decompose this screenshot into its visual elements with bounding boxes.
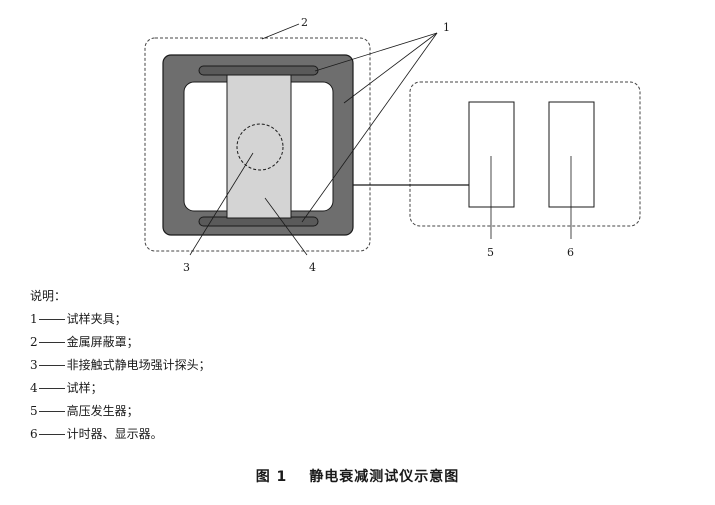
legend-item: 6 计时器、显示器。 <box>30 423 710 446</box>
legend-item: 3 非接触式静电场强计探头； <box>30 354 710 377</box>
legend-item-text: 试样； <box>66 381 103 395</box>
legend-item-number: 5 <box>30 404 38 418</box>
callout-5: 5 <box>487 246 494 259</box>
legend-item-number: 2 <box>30 335 38 349</box>
legend-item-number: 3 <box>30 358 38 372</box>
figure-caption: 图 1 静电衰减测试仪示意图 <box>0 466 715 486</box>
callout-1: 1 <box>443 21 450 34</box>
legend-item-text: 高压发生器； <box>66 404 139 418</box>
legend-item: 1 试样夹具； <box>30 308 710 331</box>
legend-item-text: 计时器、显示器。 <box>66 427 163 441</box>
probe-dashed-circle <box>236 123 284 171</box>
figure-title: 静电衰减测试仪示意图 <box>309 469 460 485</box>
legend-item-text: 金属屏蔽罩； <box>66 335 139 349</box>
legend-dash <box>38 365 65 366</box>
legend-item-number: 4 <box>30 381 38 395</box>
figure-number: 图 1 <box>255 469 288 485</box>
legend-item-text: 非接触式静电场强计探头； <box>66 358 211 372</box>
sample <box>226 74 292 219</box>
legend-item-number: 6 <box>30 427 38 441</box>
legend-dash <box>38 342 65 343</box>
sample-clamp-top <box>198 65 319 76</box>
legend-title: 说明： <box>30 289 67 303</box>
legend-dash <box>38 434 65 435</box>
callout-3: 3 <box>183 261 190 274</box>
legend-dash <box>38 411 65 412</box>
metal-shield-dashed-enclosure <box>144 37 371 252</box>
high-voltage-generator-box <box>468 101 515 208</box>
legend-item: 2 金属屏蔽罩； <box>30 331 710 354</box>
timer-display-box <box>548 101 595 208</box>
legend: 说明： 1 试样夹具； 2 金属屏蔽罩； 3 非接触式静电场强计探头； 4 试样； 5 高… <box>30 284 710 446</box>
callout-2: 2 <box>301 16 308 29</box>
leader-lines <box>189 23 572 256</box>
instrument-dashed-enclosure <box>409 81 641 227</box>
callout-6: 6 <box>567 246 574 259</box>
legend-item-number: 1 <box>30 312 38 326</box>
legend-dash <box>38 388 65 389</box>
callout-4: 4 <box>309 261 316 274</box>
apparatus-diagram: 1 2 3 4 5 6 <box>144 16 641 274</box>
legend-item-text: 试样夹具； <box>66 312 127 326</box>
legend-item: 5 高压发生器； <box>30 400 710 423</box>
legend-item: 4 试样； <box>30 377 710 400</box>
legend-dash <box>38 319 65 320</box>
